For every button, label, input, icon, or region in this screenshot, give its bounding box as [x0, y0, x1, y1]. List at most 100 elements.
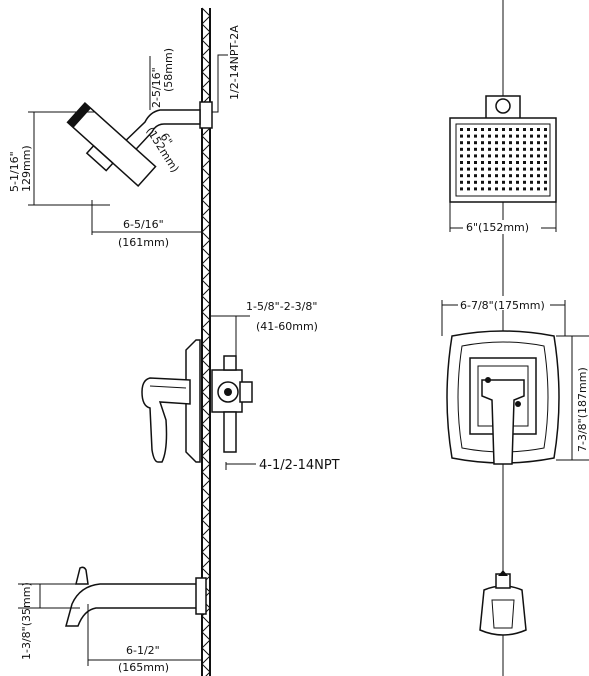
nozzle-dot [460, 147, 463, 151]
svg-text:6": 6" [157, 131, 174, 148]
nozzle-dot [460, 167, 463, 171]
nozzle-dot [516, 180, 519, 184]
nozzle-dot [481, 180, 484, 184]
nozzle-dot [474, 141, 477, 145]
nozzle-dot [460, 154, 463, 158]
nozzle-dot [544, 167, 547, 171]
nozzle-dot [530, 154, 533, 158]
nozzle-dot [523, 134, 526, 138]
nozzle-dot [495, 154, 498, 158]
shower-head-nozzles [460, 128, 547, 191]
nozzle-dot [544, 147, 547, 151]
svg-text:1-5/8"-2-3/8": 1-5/8"-2-3/8" [246, 300, 317, 313]
nozzle-dot [537, 154, 540, 158]
svg-text:(165mm): (165mm) [118, 661, 169, 674]
shower-head-side [66, 101, 213, 187]
svg-text:1-3/8"(35mm): 1-3/8"(35mm) [20, 582, 33, 660]
nozzle-dot [495, 134, 498, 138]
nozzle-dot [530, 180, 533, 184]
svg-text:4-1/2-14NPT: 4-1/2-14NPT [259, 458, 340, 473]
nozzle-dot [537, 161, 540, 164]
valve-side [141, 339, 253, 463]
nozzle-dot [516, 161, 519, 164]
nozzle-dot [523, 187, 526, 191]
nozzle-dot [474, 180, 477, 184]
nozzle-dot [488, 174, 491, 178]
valve-trim-dimensions: 6-7/8"(175mm) 7-3/8"(187mm) [441, 296, 589, 461]
nozzle-dot [474, 128, 477, 131]
nozzle-dot [488, 141, 491, 145]
nozzle-dot [509, 180, 512, 184]
nozzle-dot [502, 187, 505, 191]
nozzle-dot [481, 187, 484, 191]
nozzle-dot [509, 161, 512, 164]
svg-text:6-1/2": 6-1/2" [126, 644, 160, 657]
nozzle-dot [509, 147, 512, 151]
nozzle-dot [460, 180, 463, 184]
nozzle-dot [460, 174, 463, 178]
nozzle-dot [544, 180, 547, 184]
nozzle-dot [467, 147, 470, 151]
nozzle-dot [516, 174, 519, 178]
nozzle-dot [516, 141, 519, 145]
nozzle-dot [523, 180, 526, 184]
shower-head-width-dim: 6"(152mm) [449, 202, 557, 234]
nozzle-dot [530, 174, 533, 178]
nozzle-dot [509, 174, 512, 178]
nozzle-dot [530, 141, 533, 145]
nozzle-dot [537, 147, 540, 151]
nozzle-dot [544, 161, 547, 164]
nozzle-dot [516, 187, 519, 191]
nozzle-dot [537, 167, 540, 171]
nozzle-dot [481, 128, 484, 131]
nozzle-dot [530, 147, 533, 151]
nozzle-dot [537, 134, 540, 138]
nozzle-dot [467, 174, 470, 178]
nozzle-dot [537, 174, 540, 178]
svg-text:6"(152mm): 6"(152mm) [466, 221, 529, 234]
nozzle-dot [495, 128, 498, 131]
nozzle-dot [537, 180, 540, 184]
nozzle-dot [544, 141, 547, 145]
nozzle-dot [488, 187, 491, 191]
nozzle-dot [495, 180, 498, 184]
nozzle-dot [509, 167, 512, 171]
nozzle-dot [495, 147, 498, 151]
svg-text:7-3/8"(187mm): 7-3/8"(187mm) [576, 367, 589, 452]
shower-arm-thread-callout: 1/2-14NPT-2A [208, 25, 241, 113]
nozzle-dot [460, 128, 463, 131]
nozzle-dot [467, 167, 470, 171]
nozzle-dot [488, 147, 491, 151]
nozzle-dot [495, 174, 498, 178]
nozzle-dot [467, 134, 470, 138]
nozzle-dot [495, 187, 498, 191]
nozzle-dot [544, 174, 547, 178]
tub-spout-front [479, 570, 527, 636]
nozzle-dot [488, 161, 491, 164]
nozzle-dot [502, 161, 505, 164]
nozzle-dot [523, 161, 526, 164]
nozzle-dot [467, 141, 470, 145]
tub-spout-side [65, 566, 207, 627]
nozzle-dot [474, 161, 477, 164]
nozzle-dot [516, 147, 519, 151]
nozzle-dot [530, 161, 533, 164]
nozzle-dot [523, 141, 526, 145]
svg-text:129mm): 129mm) [20, 145, 33, 192]
nozzle-dot [502, 147, 505, 151]
nozzle-dot [467, 128, 470, 131]
nozzle-dot [502, 128, 505, 131]
nozzle-dot [544, 187, 547, 191]
nozzle-dot [460, 134, 463, 138]
nozzle-dot [481, 134, 484, 138]
svg-text:(41-60mm): (41-60mm) [256, 320, 318, 333]
nozzle-dot [474, 147, 477, 151]
nozzle-dot [502, 141, 505, 145]
nozzle-dot [516, 128, 519, 131]
nozzle-dot [530, 187, 533, 191]
nozzle-dot [523, 174, 526, 178]
valve-dimensions: 1-5/8"-2-3/8" (41-60mm) 4-1/2-14NPT [210, 300, 340, 473]
shower-head-front [449, 95, 557, 203]
nozzle-dot [530, 134, 533, 138]
